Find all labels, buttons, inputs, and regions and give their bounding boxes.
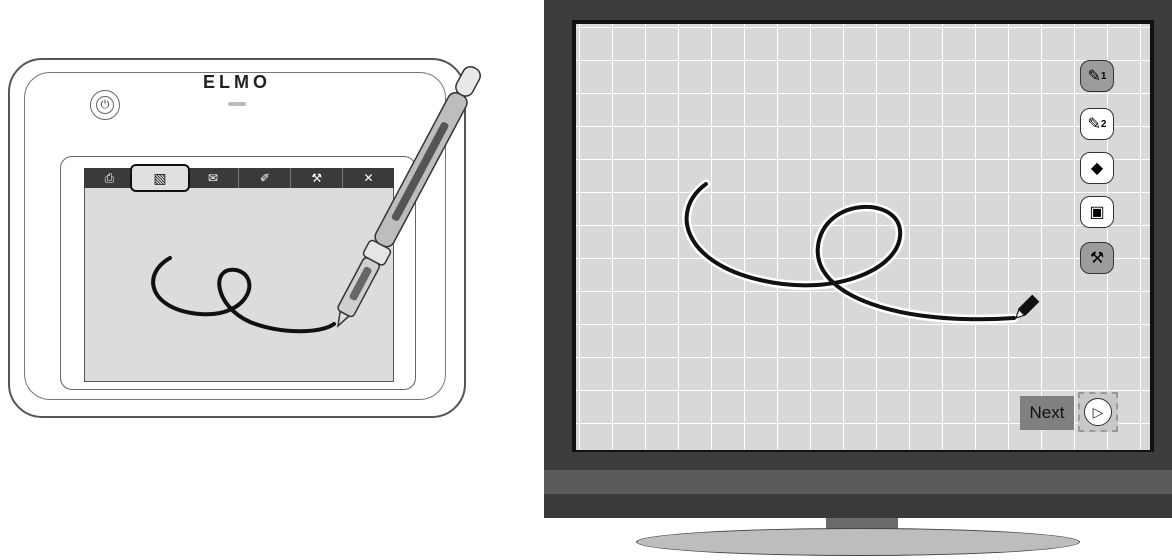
pen-1-icon: ✎	[1088, 66, 1101, 86]
pen-1-badge: 1	[1101, 71, 1107, 82]
monitor-ink-stroke-halo	[687, 184, 1014, 319]
pen-cursor-icon	[1012, 295, 1039, 322]
next-label[interactable]: Next	[1020, 396, 1074, 430]
eraser-button[interactable]: ◆	[1080, 152, 1114, 184]
pen-2-icon: ✎	[1088, 114, 1101, 134]
pen-1-button[interactable]: ✎1	[1080, 60, 1114, 92]
next-button[interactable]: ▷	[1084, 398, 1112, 426]
camera-icon: ▣	[1089, 202, 1104, 222]
play-triangle-icon: ▷	[1093, 404, 1104, 421]
settings-icon: ⚒	[1090, 248, 1104, 268]
next-button-frame: ▷	[1078, 392, 1118, 432]
settings-button[interactable]: ⚒	[1080, 242, 1114, 274]
eraser-icon: ◆	[1091, 158, 1103, 178]
pen-2-badge: 2	[1101, 119, 1107, 130]
pen-2-button[interactable]: ✎2	[1080, 108, 1114, 140]
camera-button[interactable]: ▣	[1080, 196, 1114, 228]
